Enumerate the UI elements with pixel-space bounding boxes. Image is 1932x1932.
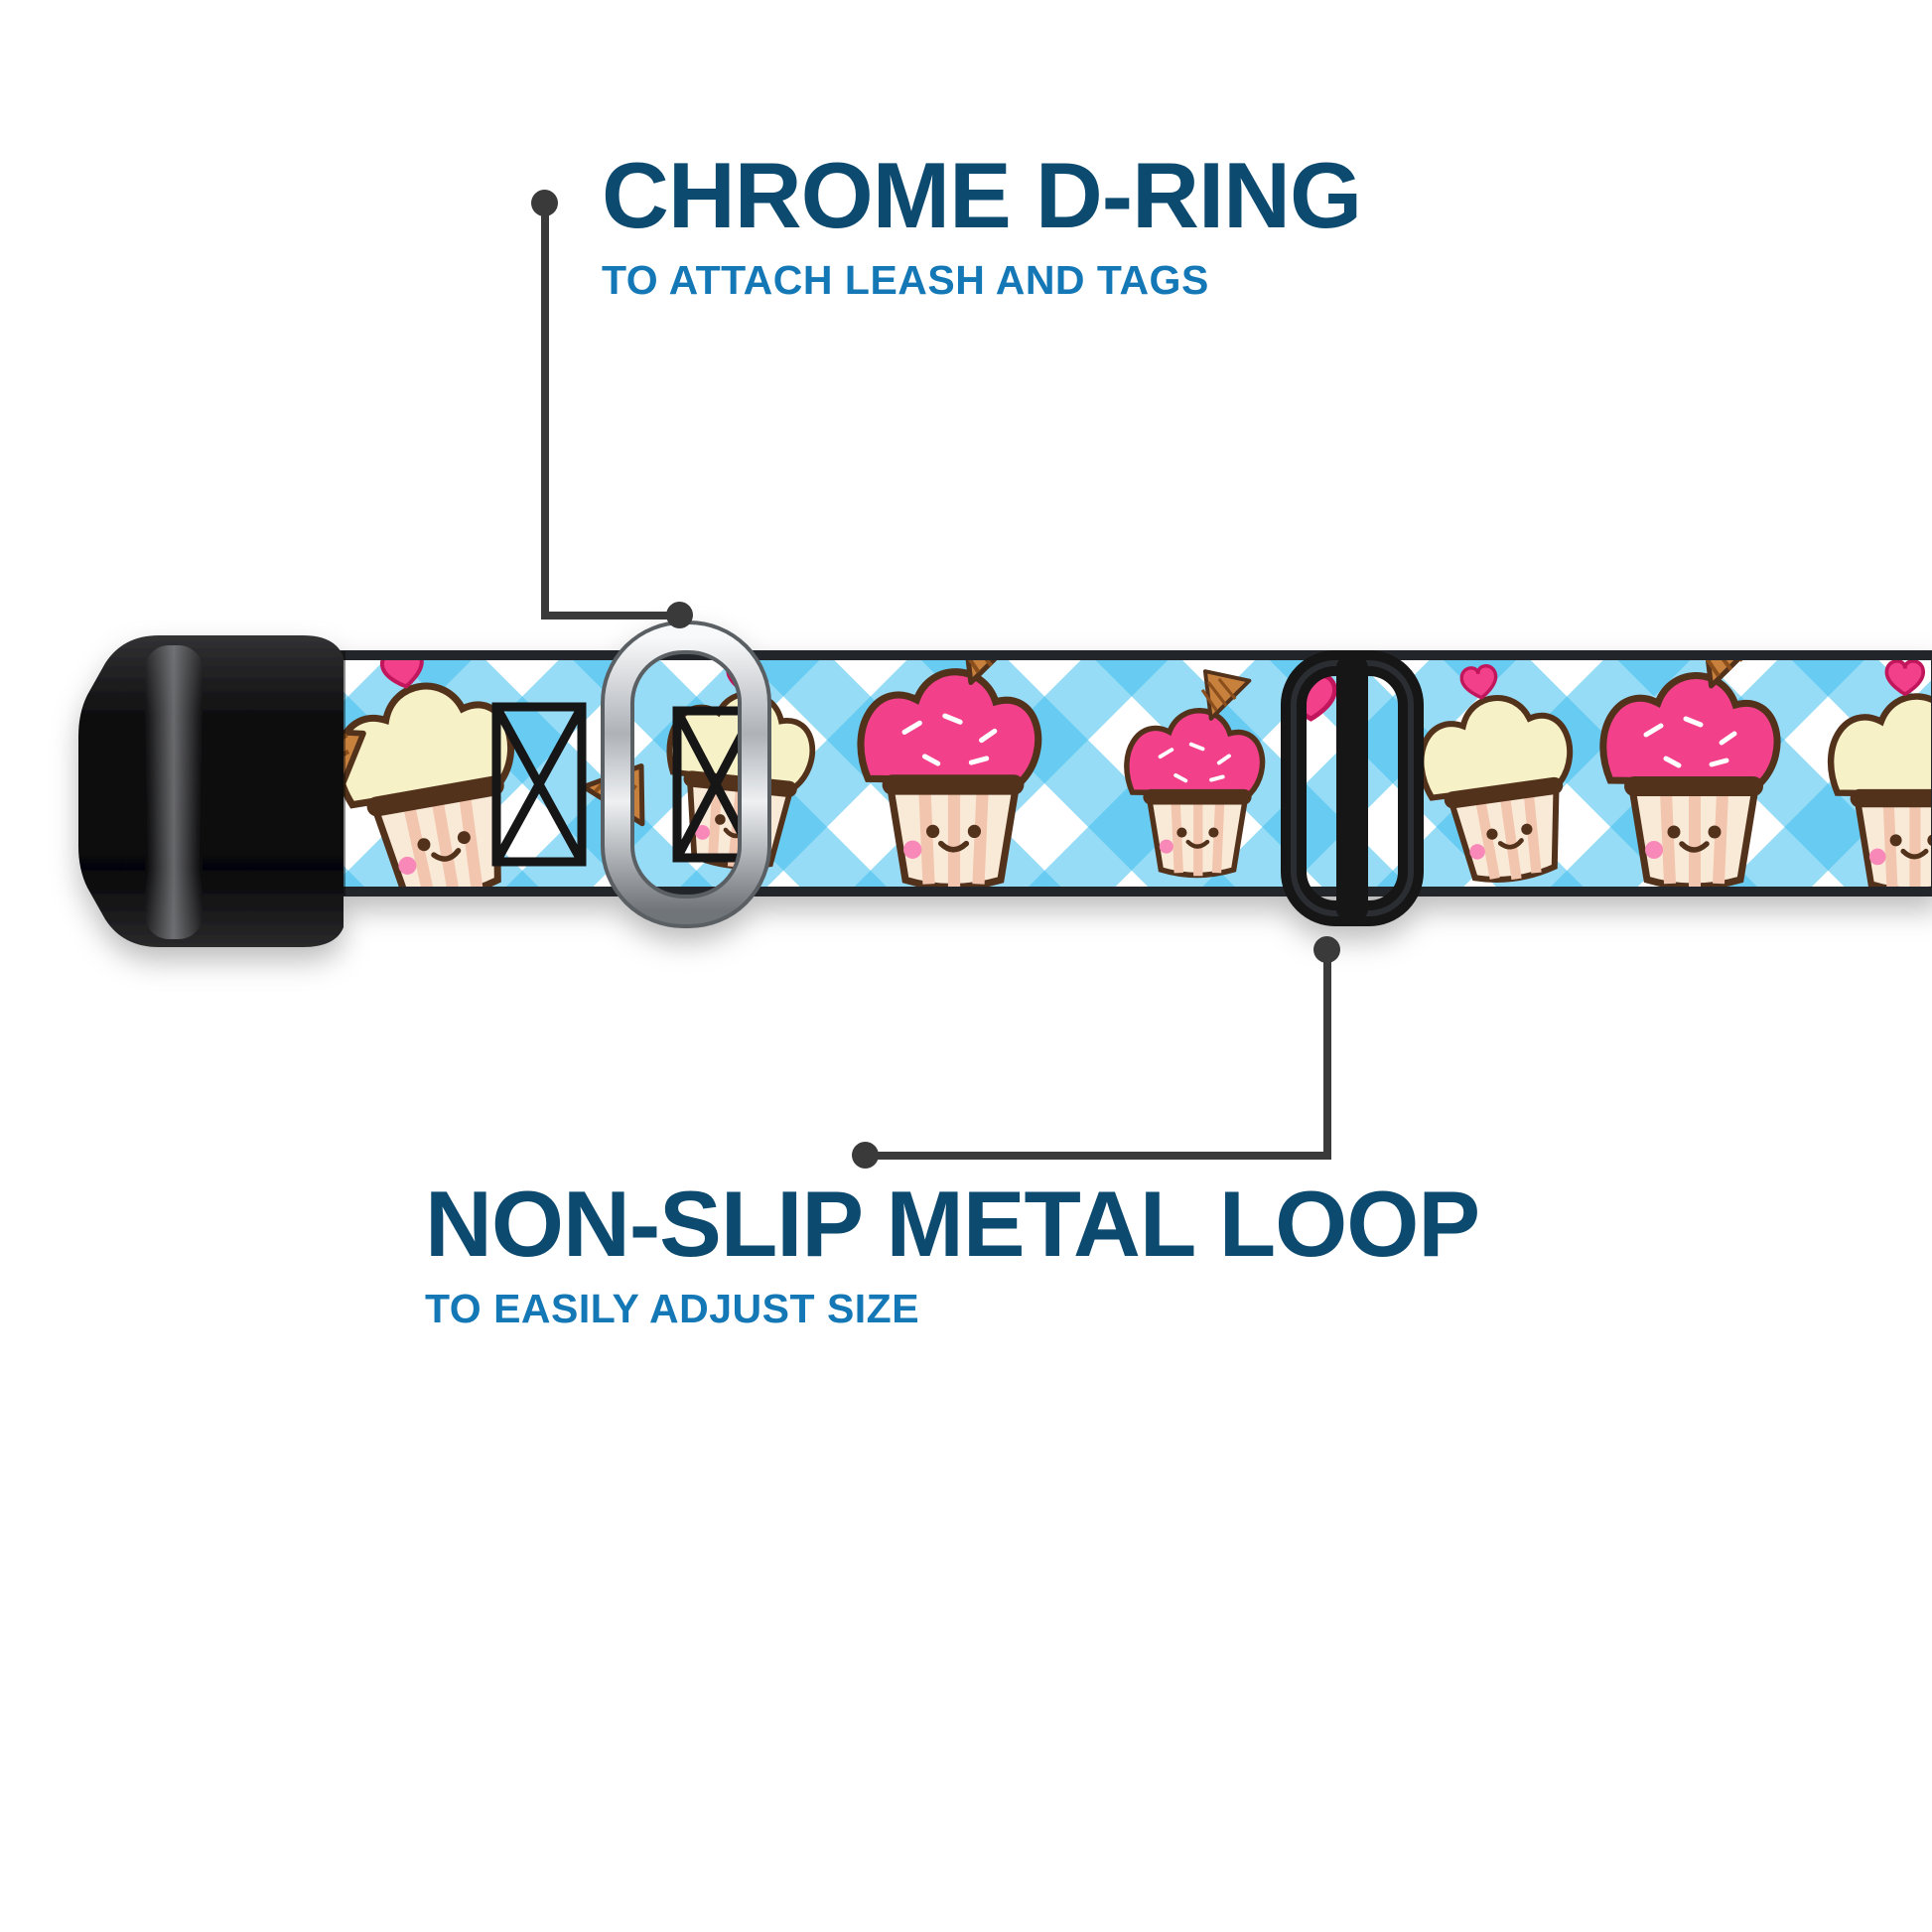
callout-title-bottom: NON-SLIP METAL LOOP — [425, 1172, 1480, 1276]
callout-subtitle-top: TO ATTACH LEASH AND TAGS — [602, 257, 1209, 303]
connector-line-horizontal — [541, 612, 686, 620]
callout-chrome-d-ring: CHROME D-RING TO ATTACH LEASH AND TAGS — [602, 143, 1362, 303]
callout-title-top: CHROME D-RING — [602, 143, 1362, 247]
connector-line-vertical — [541, 203, 549, 618]
connector-dot — [666, 602, 693, 628]
collar-webbing — [324, 655, 1932, 892]
callout-subtitle-bottom: TO EASILY ADJUST SIZE — [425, 1286, 920, 1331]
connector-line-horizontal — [863, 1152, 1331, 1160]
collar — [78, 621, 1932, 947]
connector-line-vertical — [1323, 949, 1331, 1160]
plastic-buckle-hardware — [78, 635, 345, 947]
connector-dot — [852, 1142, 879, 1169]
callout-metal-loop: NON-SLIP METAL LOOP TO EASILY ADJUST SIZ… — [425, 1172, 1480, 1331]
metal-loop-slider-hardware — [1281, 650, 1424, 926]
stitch-box-left — [491, 702, 587, 867]
chrome-d-ring-hardware — [601, 621, 771, 928]
